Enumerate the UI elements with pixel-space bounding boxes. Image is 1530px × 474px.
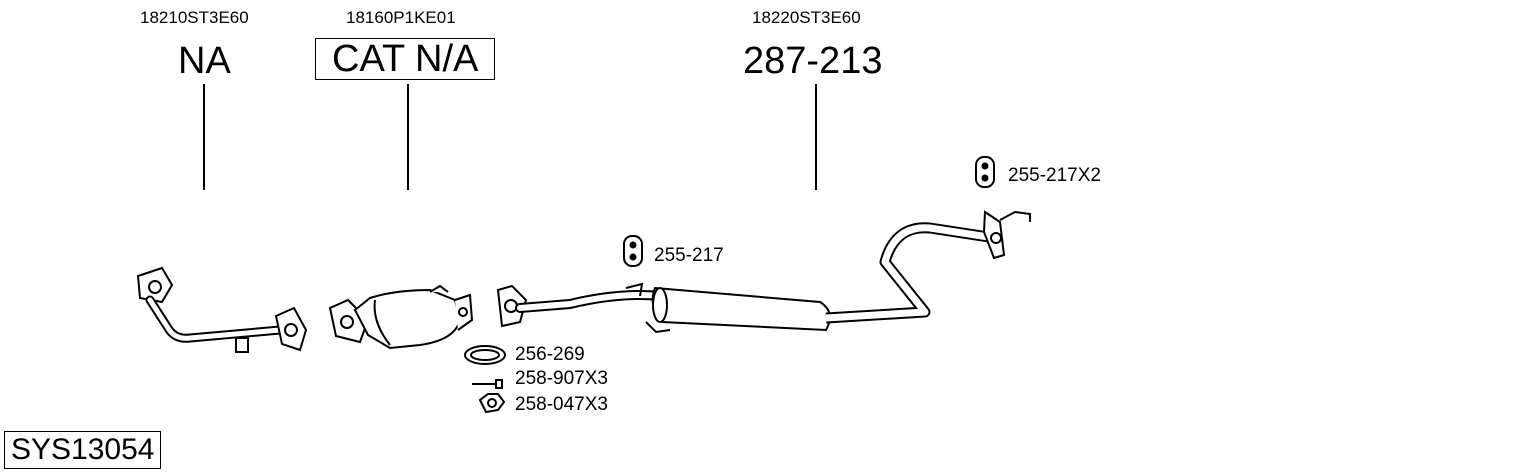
system-code-box: SYS13054: [4, 431, 162, 469]
label-nut: 258-047X3: [515, 394, 608, 415]
rubber-hanger-icon: [975, 156, 995, 188]
bolt-icon: [472, 379, 503, 389]
catalytic-converter-drawing: [328, 284, 474, 350]
oem-number-front-pipe: 18210ST3E60: [140, 8, 249, 27]
oem-number-middle-silencer: 18220ST3E60: [752, 8, 861, 27]
label-rubber-hanger-mid: 255-217: [654, 245, 724, 266]
rubber-hanger-icon: [623, 235, 643, 267]
part-number-catalytic-converter: CAT N/A: [315, 38, 496, 80]
label-rubber-hanger-rear: 255-217X2: [1008, 165, 1101, 186]
label-gasket: 256-269: [515, 344, 585, 365]
gasket-icon: [464, 345, 506, 365]
part-number-front-pipe: NA: [178, 40, 231, 82]
middle-silencer-drawing: [496, 210, 1031, 334]
front-pipe-drawing: [136, 266, 308, 353]
oem-number-catalytic-converter: 18160P1KE01: [346, 8, 456, 27]
label-bolt: 258-907X3: [515, 368, 608, 389]
nut-icon: [478, 393, 506, 414]
part-number-middle-silencer: 287-213: [743, 40, 883, 82]
